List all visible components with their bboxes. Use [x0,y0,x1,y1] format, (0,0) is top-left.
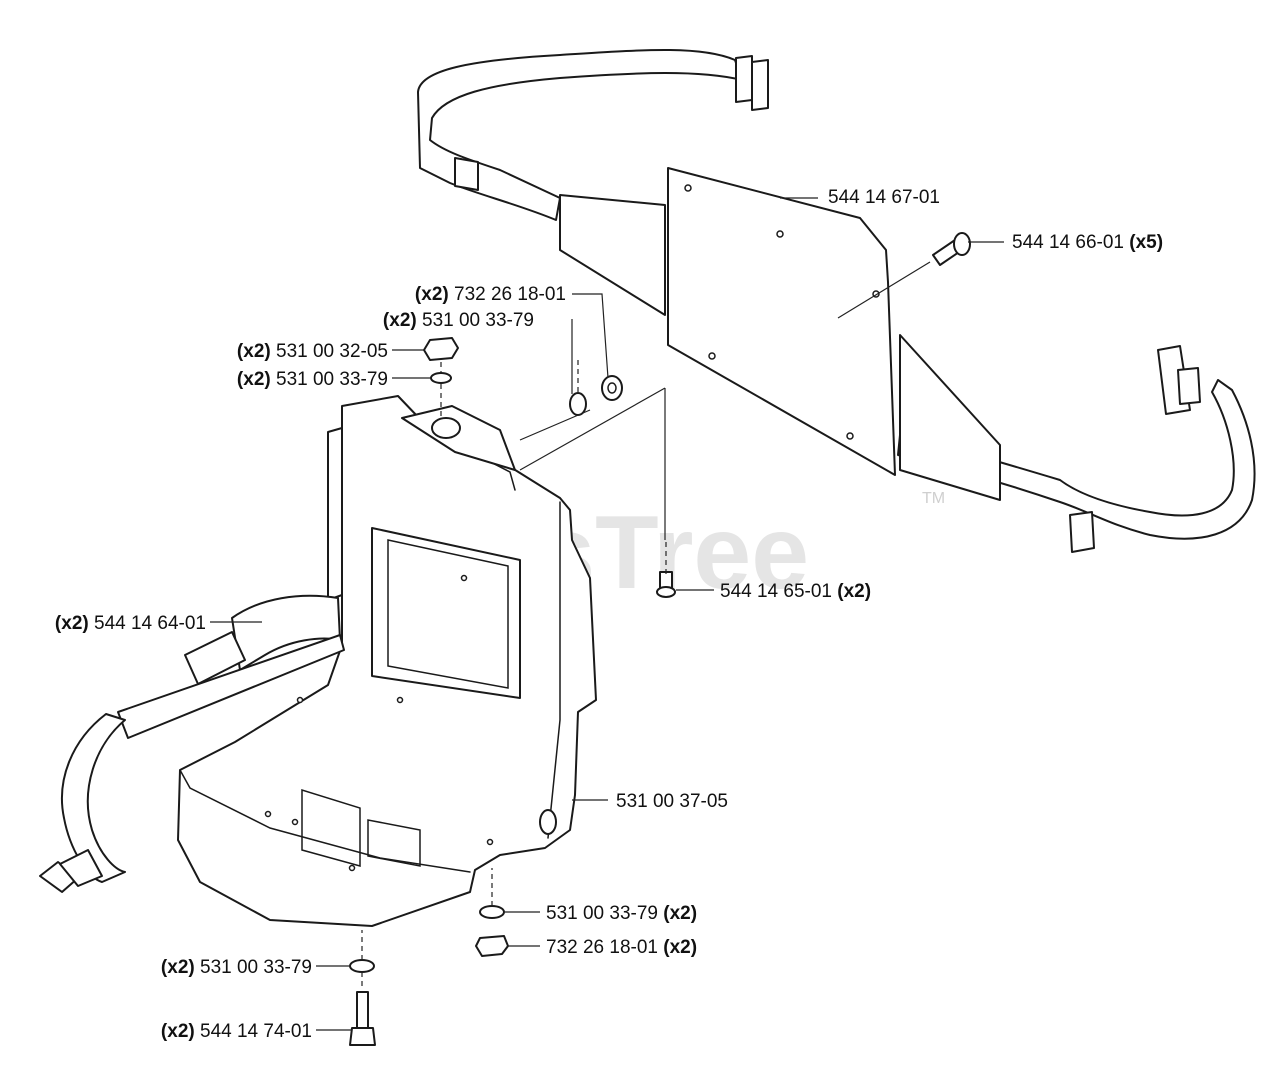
watermark-trademark: TM [922,490,945,507]
callout-shoulder-strap[interactable]: (x2) 544 14 64-01 [55,613,206,634]
callout-frame-screw[interactable]: 544 14 65-01 (x2) [720,581,871,602]
leader-lines [210,197,1004,1031]
washer-upper-right [569,392,587,416]
screw-lower-left [356,991,369,1029]
plate-screw [837,232,971,319]
washer-lower-right [479,905,505,919]
callout-lower-washer-right[interactable]: 531 00 33-79 (x2) [546,903,697,924]
callout-backpack-frame[interactable]: 531 00 37-05 [616,791,728,812]
callout-upper-washer-right[interactable]: (x2) 531 00 33-79 [383,310,534,331]
callout-lower-washer-left[interactable]: (x2) 531 00 33-79 [161,957,312,978]
nut-lower-right [475,935,509,957]
right-wedge [899,334,1001,501]
washer-upper-left [430,372,452,384]
assembly-lines [361,360,667,990]
callout-upper-washer-left[interactable]: (x2) 531 00 33-79 [237,369,388,390]
backpack-frame [177,395,597,927]
shoulder-strap [39,594,345,893]
nut-upper-left [423,337,459,361]
callout-plate-screws[interactable]: 544 14 66-01 (x5) [1012,232,1163,253]
washer-lower-left [349,959,375,973]
left-wedge [559,194,666,316]
callout-upper-nut-left[interactable]: (x2) 531 00 32-05 [237,341,388,362]
callout-upper-nut-right[interactable]: (x2) 732 26 18-01 [415,284,566,305]
top-plate [667,167,896,476]
hardware [349,337,676,1046]
callout-lower-screw-left[interactable]: (x2) 544 14 74-01 [161,1021,312,1042]
callout-top-plate[interactable]: 544 14 67-01 [828,187,940,208]
callout-lower-nut-right[interactable]: 732 26 18-01 (x2) [546,937,697,958]
